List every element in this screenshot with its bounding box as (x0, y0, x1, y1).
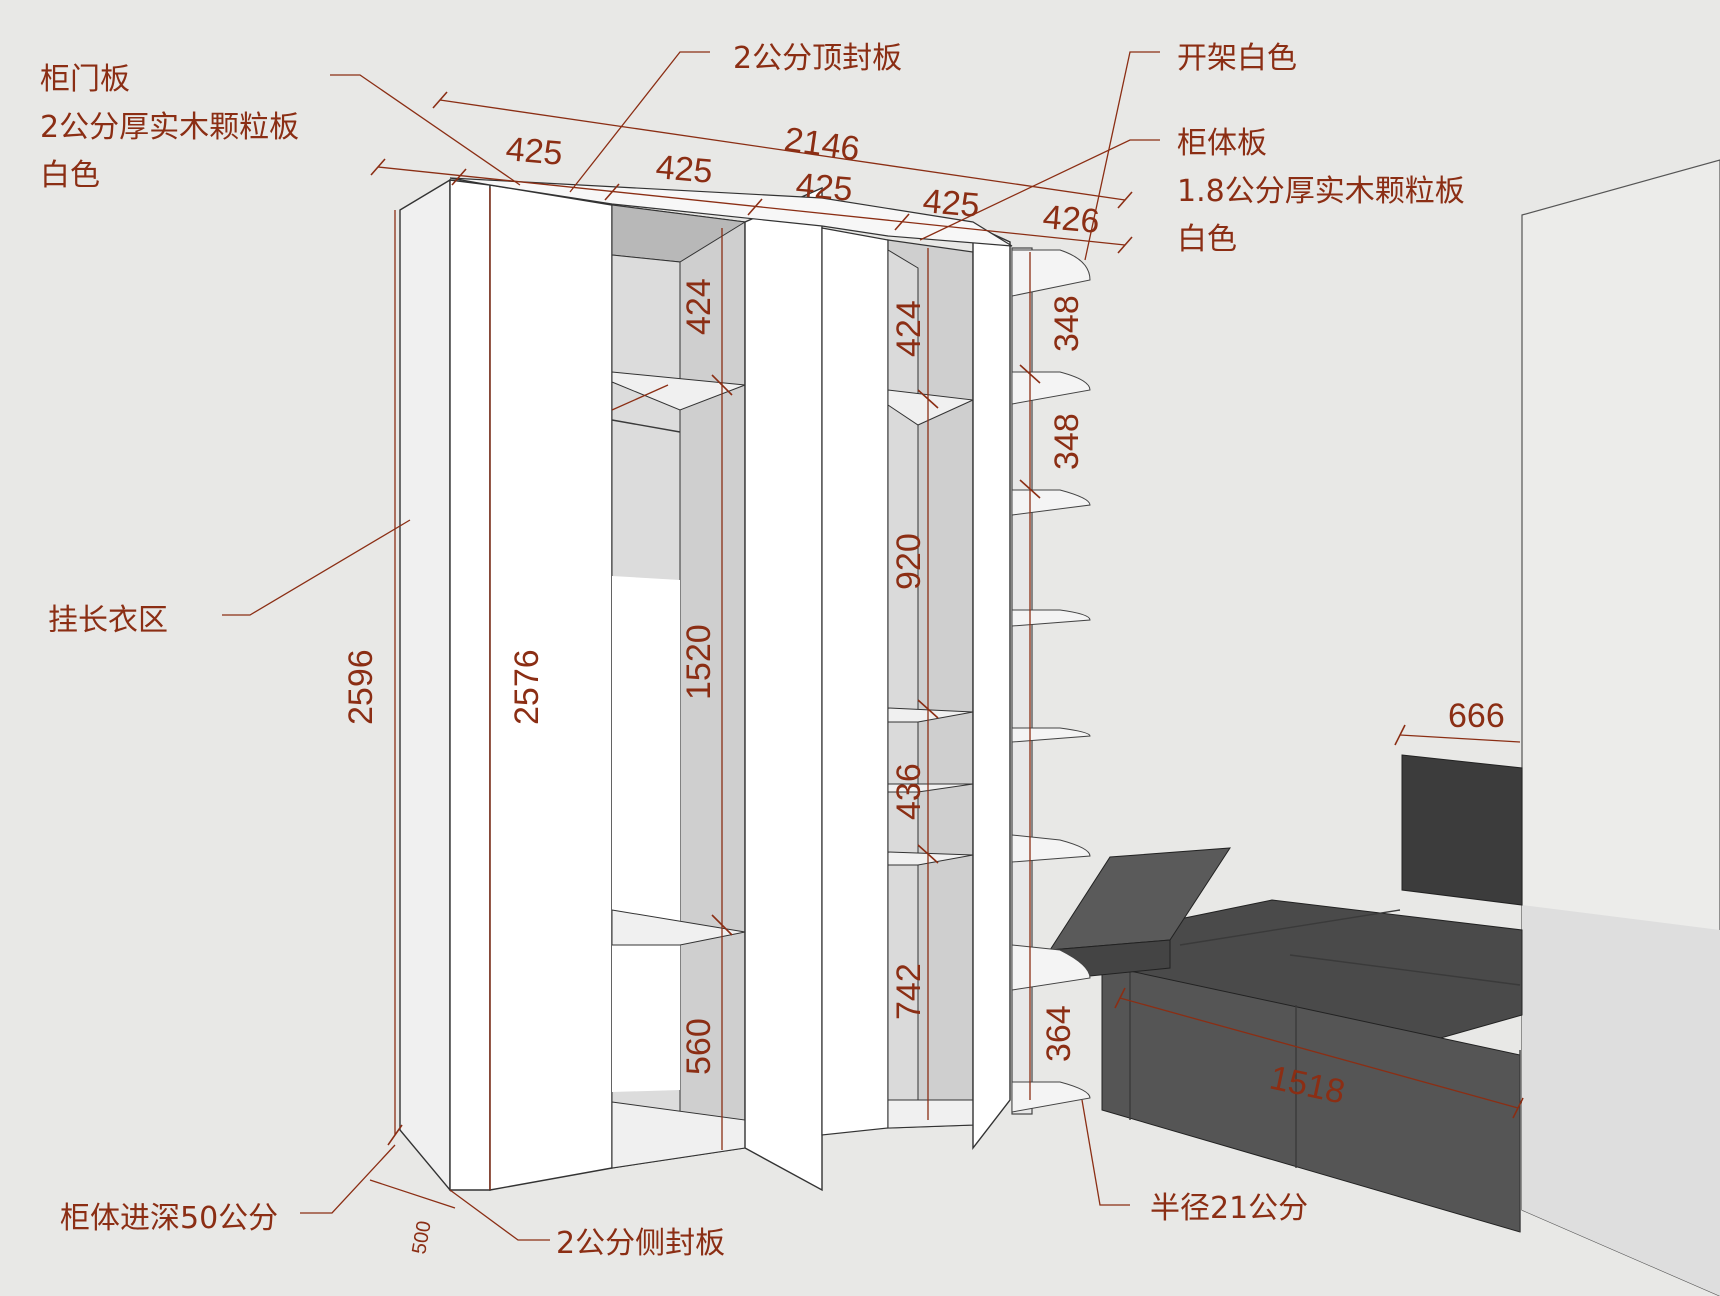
callout-side-panel: 2公分侧封板 (556, 1226, 726, 1261)
dim-headboard: 666 (1448, 697, 1505, 735)
callout-door-panel-line-3: 白色 (40, 158, 100, 193)
left-compartment (611, 204, 747, 1169)
dimension-labels: 2146 425 425 425 425 426 2596 2576 424 1… (342, 120, 1505, 1256)
callout-door-panel-line-1: 柜门板 (40, 62, 130, 97)
dim-total-width: 2146 (782, 120, 862, 168)
room-wall (1521, 159, 1720, 1296)
open-shelf-column (1011, 247, 1091, 1115)
dim-width-1: 425 (504, 130, 564, 173)
top-panel (449, 177, 1013, 247)
dim-width-4: 425 (921, 182, 981, 225)
open-door-2 (972, 223, 1011, 1151)
dim-shelf-2: 348 (1048, 413, 1086, 470)
callout-top-panel: 2公分顶封板 (733, 41, 903, 76)
dim-left-lower: 560 (680, 1018, 718, 1075)
dim-total-height: 2596 (342, 649, 380, 725)
dim-left-upper: 424 (680, 278, 718, 335)
callout-door-panel: 柜门板 2公分厚实木颗粒板 白色 (40, 56, 299, 200)
callout-depth: 柜体进深50公分 (60, 1201, 279, 1236)
leader-lines (222, 51, 1160, 1241)
callout-body-panel-line-3: 白色 (1177, 222, 1237, 257)
callout-door-panel-line-2: 2公分厚实木颗粒板 (40, 110, 300, 145)
dim-left-middle: 1520 (680, 624, 718, 700)
dimension-lines (369, 91, 1524, 1209)
dim-depth-small: 500 (408, 1219, 435, 1256)
dim-right-upper: 424 (890, 300, 928, 357)
long-hanging-section (399, 178, 613, 1192)
callout-body-panel-line-2: 1.8公分厚实木颗粒板 (1177, 174, 1465, 209)
right-compartment (887, 239, 975, 1129)
open-door-1 (744, 186, 823, 1192)
dim-door-height: 2576 (508, 649, 546, 725)
dim-width-3: 425 (794, 166, 854, 209)
middle-body (821, 227, 889, 1136)
callout-radius: 半径21公分 (1150, 1191, 1309, 1226)
dim-shelf-1: 348 (1048, 295, 1086, 352)
callout-long-hanging: 挂长衣区 (48, 603, 168, 638)
dim-width-2: 425 (654, 148, 714, 191)
dim-right-middle: 920 (890, 533, 928, 590)
callout-open-shelf: 开架白色 (1177, 41, 1297, 76)
dim-right-lower-2: 742 (890, 963, 928, 1020)
bed (1101, 754, 1523, 1233)
callout-body-panel-line-1: 柜体板 (1177, 126, 1267, 161)
dim-shelf-low: 364 (1040, 1005, 1078, 1062)
callout-body-panel: 柜体板 1.8公分厚实木颗粒板 白色 (1177, 120, 1465, 264)
dim-width-5: 426 (1041, 198, 1101, 241)
dim-right-lower-1: 436 (890, 763, 928, 820)
